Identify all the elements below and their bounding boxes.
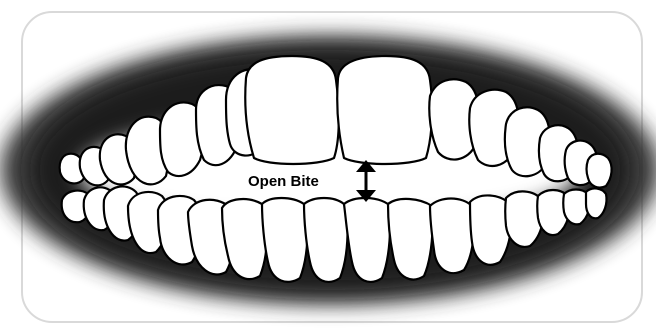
lower-tooth: [586, 188, 607, 218]
upper-tooth: [587, 154, 612, 188]
upper-tooth: [245, 56, 339, 164]
upper-tooth: [337, 56, 432, 164]
lower-tooth: [430, 199, 474, 274]
open-bite-label: Open Bite: [248, 173, 319, 190]
